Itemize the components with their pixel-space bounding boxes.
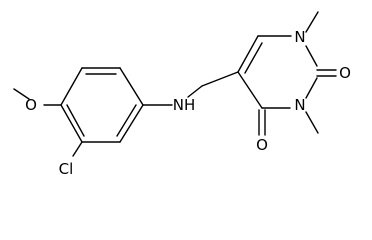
bond — [305, 45, 318, 67]
ring-nitrogen-bottom-label: N — [294, 96, 305, 114]
carbonyl-oxygen-right-label: O — [339, 64, 351, 82]
bond — [237, 35, 259, 73]
bond — [60, 67, 83, 106]
structure-canvas: O Cl NH N N O O — [13, 11, 351, 178]
carbonyl-oxygen-bottom-label: O — [256, 136, 268, 154]
bond-double-inner — [244, 42, 263, 74]
amine-nh-label: NH — [173, 96, 196, 114]
bond-double-inner — [116, 104, 137, 137]
bond — [60, 104, 83, 143]
bond-nh-ch2 — [187, 85, 203, 98]
benzene-ring — [60, 67, 144, 143]
methoxy-oxygen-label: O — [25, 96, 37, 114]
bond-n3-methyl — [305, 111, 319, 134]
bond-c-cl — [72, 141, 83, 157]
bond-o-ch3 — [13, 88, 30, 100]
bond — [305, 77, 318, 99]
bond — [237, 71, 263, 109]
chlorine-label: Cl — [59, 160, 74, 178]
bond — [119, 67, 144, 106]
pyrimidine-ring — [237, 35, 318, 109]
chemical-structure: O Cl NH N N O O — [13, 11, 351, 178]
bond-double-inner — [66, 104, 85, 137]
bond-n1-methyl — [305, 11, 319, 33]
bond — [119, 104, 144, 143]
bond-ch2-c5 — [201, 71, 239, 87]
ring-nitrogen-top-label: N — [294, 28, 305, 46]
